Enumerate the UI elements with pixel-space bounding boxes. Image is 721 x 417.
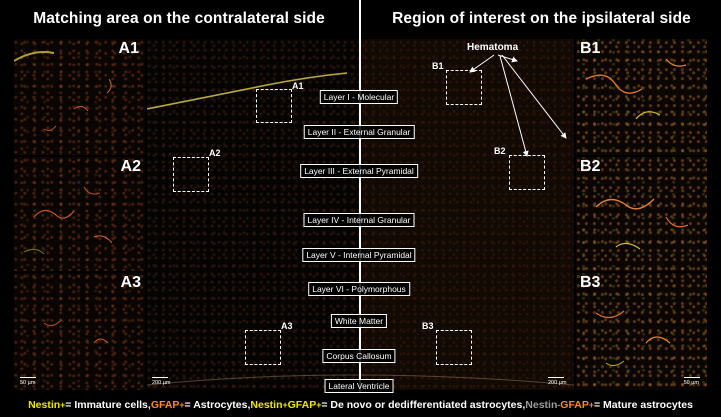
legend-sup-c1: + [282, 400, 288, 410]
layer-label-6: Layer VI - Polymorphous [308, 282, 410, 296]
panel-b2: B2 [576, 157, 707, 271]
header-contralateral: Matching area on the contralateral side [33, 10, 325, 27]
legend-text-immature: = Immature cells, [65, 399, 151, 411]
layer-label-8: Corpus Callosum [322, 349, 396, 363]
layer-label-9: Lateral Ventricle [324, 379, 394, 393]
panel-a3: A3 50 µm [14, 273, 145, 390]
legend-nestin-immature: Nestin [28, 399, 61, 411]
a2-micrograph [23, 186, 113, 255]
b1-micrograph [585, 58, 687, 120]
hematoma-label: Hematoma [467, 42, 519, 53]
panel-a2: A2 [14, 157, 145, 271]
layer-label-3: Layer III - External Pyramidal [300, 164, 418, 178]
center-divider [359, 0, 361, 393]
scale-bar-small-right: 50 µm [683, 377, 701, 386]
a3-micrograph [43, 320, 109, 344]
roi-label-b3: B3 [422, 321, 434, 331]
legend-nestin-negative: Nestin [525, 399, 558, 411]
roi-box-a2 [173, 157, 209, 192]
roi-box-a3 [245, 330, 281, 365]
a1-micrograph [14, 51, 112, 131]
roi-label-a1: A1 [292, 81, 304, 91]
roi-label-b1: B1 [432, 61, 444, 71]
legend-sup-c2: + [316, 400, 322, 410]
header-ipsilateral: Region of interest on the ipsilateral si… [392, 10, 691, 27]
panel-b3: B3 50 µm [576, 273, 707, 390]
roi-label-b2: B2 [494, 146, 506, 156]
roi-box-b2 [509, 155, 545, 190]
scale-bar-center-right: 200 µm [548, 377, 567, 386]
legend-gfap-mature: GFAP [560, 399, 589, 411]
legend-text-astrocytes: = Astrocytes, [184, 399, 251, 411]
roi-box-a1 [256, 89, 292, 123]
b3-micrograph [595, 310, 671, 367]
legend-sup-b: + [179, 400, 185, 410]
panel-label-b3: B3 [580, 274, 601, 291]
legend-text-mature: = Mature astrocytes [594, 399, 693, 411]
legend-gfap-denovo: GFAP [287, 399, 317, 411]
panel-label-a2: A2 [120, 158, 141, 175]
panel-label-b1: B1 [580, 40, 601, 57]
layer-label-5: Layer V - Internal Pyramidal [302, 248, 416, 262]
panel-b1: B1 [576, 39, 707, 155]
legend-gfap-astrocytes: GFAP [150, 399, 180, 411]
roi-label-a2: A2 [209, 148, 221, 158]
panel-label-b2: B2 [580, 158, 601, 175]
layer-label-1: Layer I - Molecular [319, 90, 399, 104]
layer-label-7: White Matter [330, 314, 388, 328]
legend-sup-d2: + [588, 400, 594, 410]
scale-bar-small-left: 50 µm [20, 377, 37, 386]
scale-bar-center-left: 200 µm [152, 377, 171, 386]
legend: Nestin+ = Immature cells, GFAP+ = Astroc… [0, 393, 721, 417]
legend-nestin-denovo: Nestin [250, 399, 283, 411]
layer-label-2: Layer II - External Granular [303, 125, 415, 139]
panel-label-a3: A3 [120, 274, 141, 291]
legend-text-denovo: = De novo or dedifferentiated astrocytes… [321, 399, 526, 411]
layer-label-4: Layer IV - Internal Granular [303, 213, 415, 227]
legend-sup-d1: - [557, 400, 561, 410]
panel-label-a1: A1 [118, 40, 139, 57]
legend-sup-a: + [60, 400, 66, 410]
roi-box-b3 [436, 330, 472, 365]
b2-micrograph [595, 198, 689, 250]
roi-label-a3: A3 [281, 321, 293, 331]
roi-box-b1 [446, 70, 482, 105]
panel-a1: A1 [14, 39, 145, 155]
